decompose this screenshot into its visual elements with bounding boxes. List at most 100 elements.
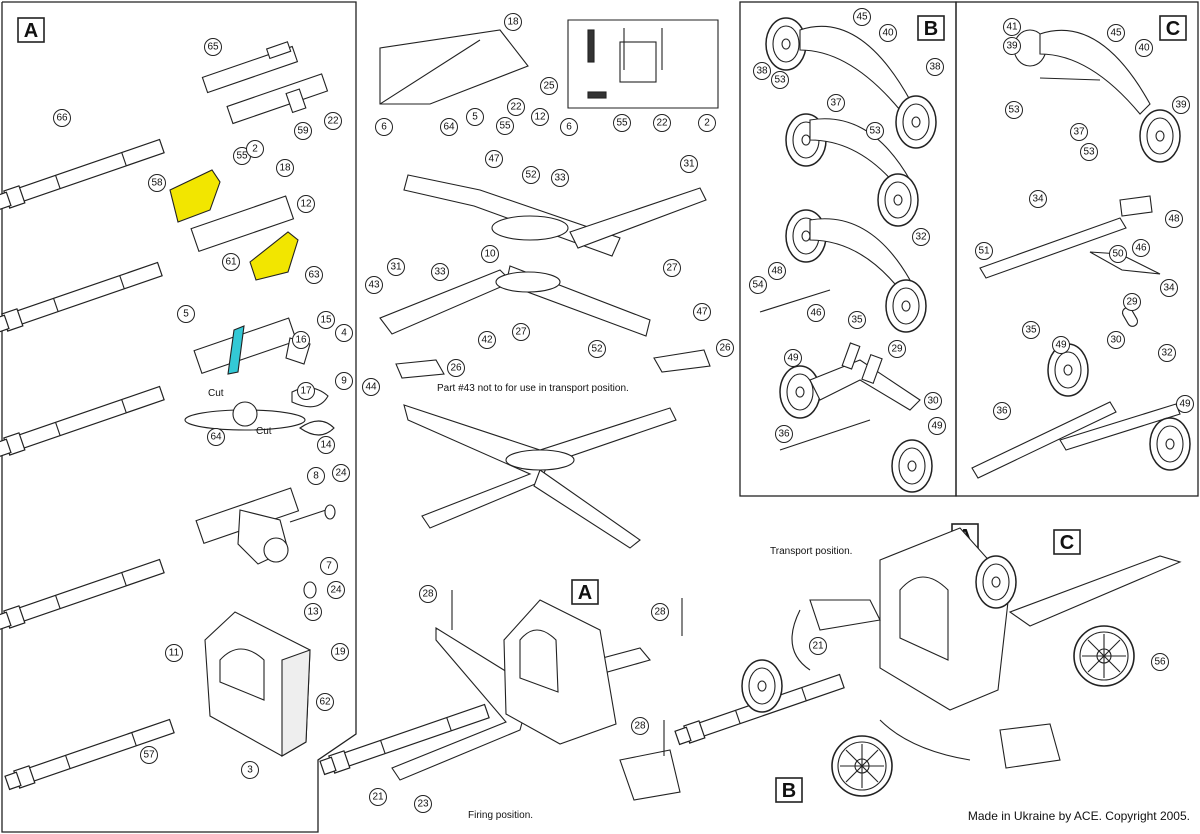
callout-circle [365,276,383,294]
callout-circle [375,118,393,136]
callout-p61: 61 [222,253,240,271]
callout-circle [148,174,166,192]
part-number-label: 48 [1168,214,1180,225]
callout-p33a: 33 [551,169,569,187]
part-number-label: 21 [812,641,824,652]
callout-circle [1080,143,1098,161]
part-number-label: 52 [525,170,537,181]
part-number-label: 26 [450,363,462,374]
callout-p29b: 29 [1123,293,1141,311]
callout-p45a: 45 [853,8,871,26]
part-number-label: 48 [771,266,783,277]
part-number-label: 22 [510,102,522,113]
callout-circle [912,228,930,246]
callout-circle [613,114,631,132]
part-number-label: 6 [566,122,572,133]
part-number-label: 13 [307,607,319,618]
callout-p59: 59 [294,122,312,140]
callout-circle [866,122,884,140]
part-number-label: 45 [856,12,868,23]
part-number-label: 37 [1073,127,1085,138]
part-number-label: 28 [634,721,646,732]
callout-circle [1052,336,1070,354]
callout-p37a: 37 [827,94,845,112]
svg-text:B: B [782,780,796,802]
callout-circle [1109,245,1127,263]
part-number-label: 25 [543,81,555,92]
part-number-label: 6 [381,122,387,133]
part-number-label: 36 [778,429,790,440]
callout-p32b: 32 [1158,344,1176,362]
part-number-label: 50 [1112,249,1124,260]
callout-p64b: 64 [440,118,458,136]
callout-p48b: 48 [1165,210,1183,228]
callout-p63: 63 [305,266,323,284]
panel-a-drawings [0,41,336,792]
callout-p35b: 35 [1022,321,1040,339]
callout-p17: 17 [297,382,315,400]
callout-circle [317,436,335,454]
callout-circle [440,118,458,136]
callout-circle [1176,395,1194,413]
callout-p7: 7 [320,557,338,575]
callout-p5a: 5 [177,305,195,323]
callout-circle [414,795,432,813]
callout-circle [1160,279,1178,297]
part-number-label: 33 [554,173,566,184]
callout-circle [1029,190,1047,208]
callout-p9: 9 [335,372,353,390]
callout-circle [507,98,525,116]
callout-p34b: 34 [1160,279,1178,297]
yellow-part-63 [249,231,299,281]
callout-p12b: 12 [531,108,549,126]
callout-circle [1003,18,1021,36]
callout-p24b: 24 [327,581,345,599]
callout-circle [1107,24,1125,42]
part-number-label: 26 [719,343,731,354]
callout-circle [631,717,649,735]
callout-p26b: 26 [716,339,734,357]
callout-circle [1070,123,1088,141]
callout-p44: 44 [362,378,380,396]
callout-p19: 19 [331,643,349,661]
part-number-label: 28 [422,589,434,600]
callout-circle [320,557,338,575]
part-number-label: 2 [252,144,258,155]
part-number-label: 66 [56,113,68,124]
assembly-label-b-transport: B [775,777,803,803]
callout-circle [1107,331,1125,349]
part-number-label: 46 [1135,243,1147,254]
part-number-label: 12 [534,112,546,123]
part-number-label: 18 [507,17,519,28]
part-number-label: 18 [279,163,291,174]
part-number-label: 32 [915,232,927,243]
callout-circle [369,788,387,806]
callout-p22c: 22 [653,114,671,132]
callout-p6a: 6 [375,118,393,136]
part-number-label: 28 [654,607,666,618]
part-number-label: 3 [247,765,253,776]
part-number-label: 47 [696,307,708,318]
part-number-label: 41 [1006,22,1018,33]
part-number-label: 64 [210,432,222,443]
callout-p23: 23 [414,795,432,813]
callout-circle [246,140,264,158]
callout-p38b: 38 [926,58,944,76]
callout-circle [292,331,310,349]
part-number-label: 29 [1126,297,1138,308]
callout-circle [663,259,681,277]
callout-circle [1165,210,1183,228]
callout-p57: 57 [140,746,158,764]
callout-p14: 14 [317,436,335,454]
panel-b-drawings [759,17,937,493]
callout-circle [304,603,322,621]
callout-circle [387,258,405,276]
part-number-label: 32 [1161,348,1173,359]
part-number-label: 63 [308,270,320,281]
callout-circle [1022,321,1040,339]
callout-p2a: 2 [246,140,264,158]
part-number-label: 59 [297,126,309,137]
callout-circle [975,242,993,260]
callout-circle [481,245,499,263]
